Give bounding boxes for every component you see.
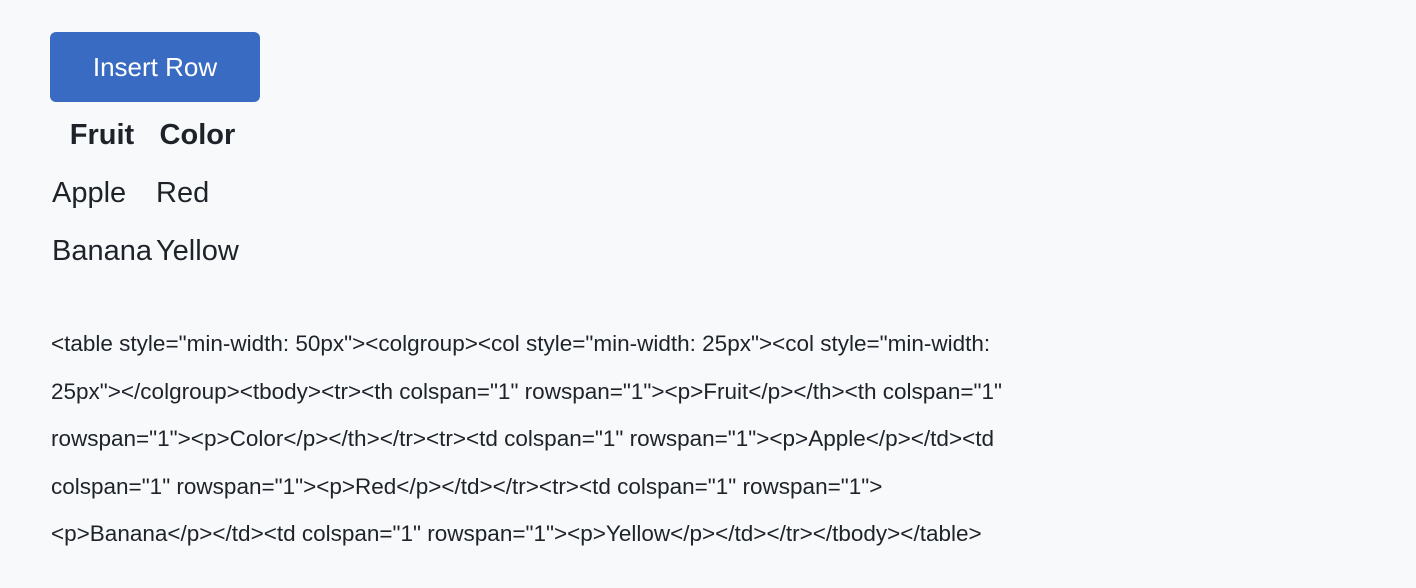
header-fruit[interactable]: Fruit: [69, 118, 135, 151]
table-cell[interactable]: Apple: [52, 176, 127, 209]
html-output-line: rowspan="1"><p>Color</p></th></tr><tr><t…: [51, 426, 994, 451]
fruit-table: Fruit Color Apple Red Banana Yellow: [50, 106, 241, 280]
table-cell[interactable]: Red: [156, 176, 210, 209]
html-output: <table style="min-width: 50px"><colgroup…: [51, 320, 1002, 558]
header-color[interactable]: Color: [159, 118, 236, 151]
table-header-row: Fruit Color: [50, 106, 241, 164]
table-cell[interactable]: Banana: [52, 234, 152, 267]
insert-row-button[interactable]: Insert Row: [50, 32, 260, 102]
html-output-line: <p>Banana</p></td><td colspan="1" rowspa…: [51, 521, 982, 546]
html-output-line: colspan="1" rowspan="1"><p>Red</p></td><…: [51, 473, 883, 499]
html-output-line: <table style="min-width: 50px"><colgroup…: [51, 331, 991, 356]
table-row: Apple Red: [50, 164, 241, 222]
html-output-line: 25px"></colgroup><tbody><tr><th colspan=…: [51, 378, 1002, 404]
table-cell[interactable]: Yellow: [156, 234, 239, 267]
table-row: Banana Yellow: [50, 222, 241, 280]
